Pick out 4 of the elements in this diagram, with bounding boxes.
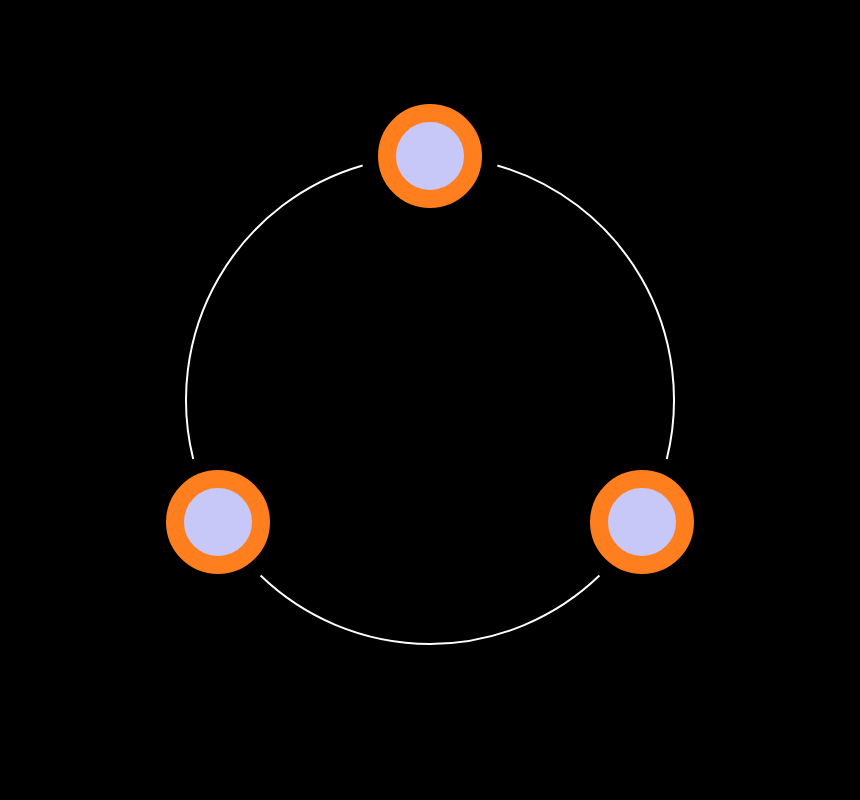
arc-connector bbox=[259, 574, 601, 645]
arc-connector bbox=[496, 164, 675, 460]
ring-node bbox=[378, 104, 482, 208]
arc-connector bbox=[185, 164, 364, 460]
